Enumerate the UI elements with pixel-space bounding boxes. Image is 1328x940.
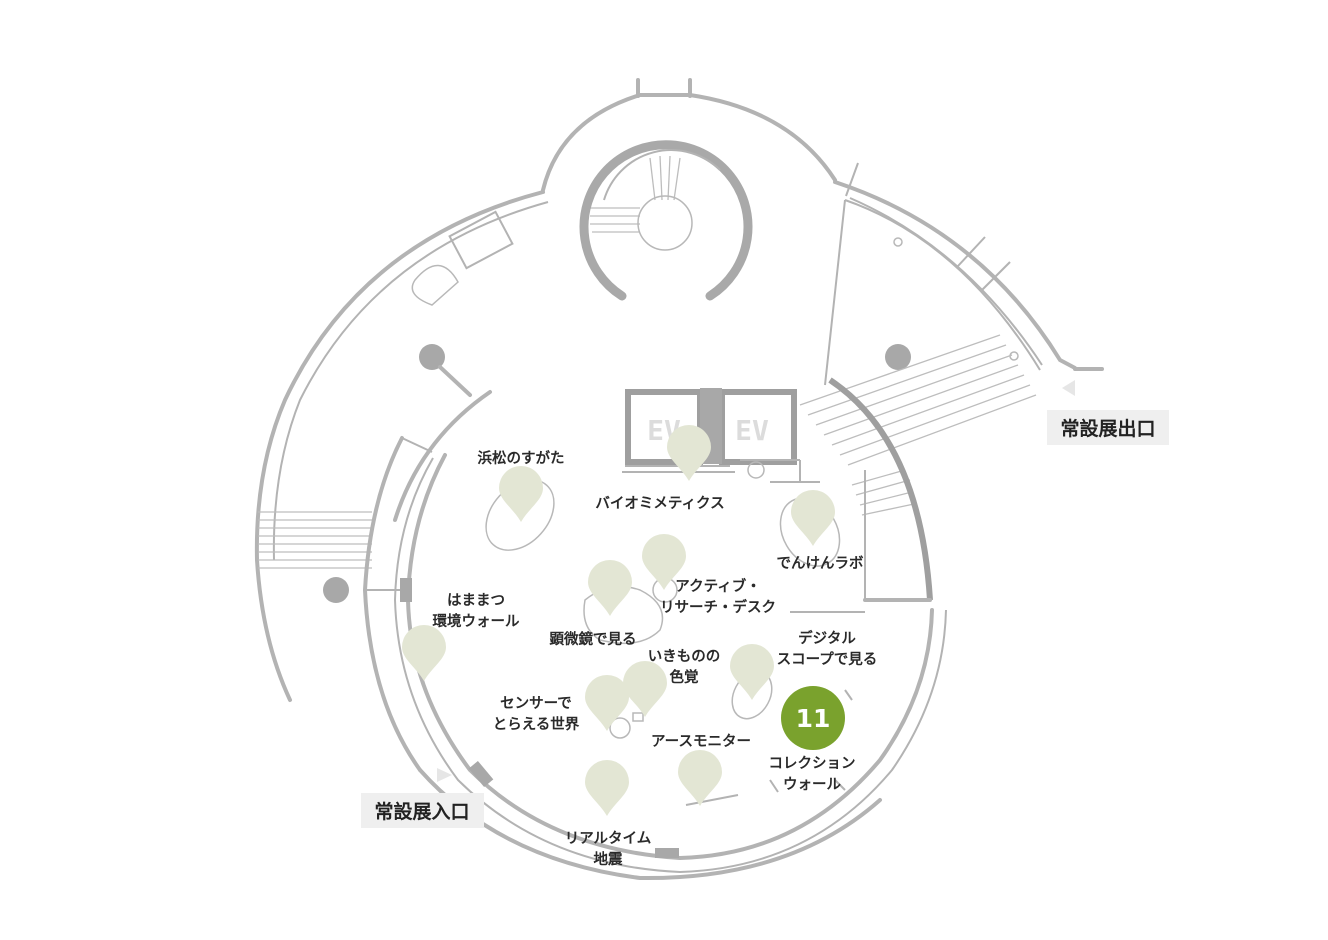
exhibit-label-collection-wall[interactable]: コレクションウォール: [769, 755, 856, 793]
exhibit-label-hamamatsu-wall[interactable]: はままつ環境ウォール: [433, 592, 520, 630]
map-pin-icon[interactable]: [667, 425, 711, 481]
map-pin-icon[interactable]: [402, 625, 446, 681]
exhibit-label-active-research-desk[interactable]: アクティブ・リサーチ・デスク: [660, 577, 776, 616]
exhibit-label-line: リアルタイム: [565, 830, 652, 847]
exit-arrow-icon: [1062, 380, 1075, 396]
entrance-badge: 常設展入口: [361, 793, 484, 828]
exhibit-label-line: ウォール: [783, 776, 841, 793]
map-pin-icon[interactable]: [678, 750, 722, 806]
exit-badge: 常設展出口: [1047, 410, 1169, 445]
building-walls: [254, 78, 1104, 702]
exhibit-label-line: いきものの: [648, 648, 721, 665]
exit-label: 常設展出口: [1060, 417, 1155, 440]
exhibit-label-line: でんけんラボ: [777, 555, 864, 572]
exhibit-label-line: スコープで見る: [777, 651, 878, 668]
map-pin-icon[interactable]: [588, 560, 632, 616]
map-pin-icon[interactable]: [791, 490, 835, 546]
exhibit-label-biomimetics[interactable]: バイオミメティクス: [595, 495, 724, 512]
map-pin-icon[interactable]: [585, 760, 629, 816]
exhibit-label-line: 環境ウォール: [433, 612, 520, 630]
exhibit-label-line: 色覚: [670, 668, 699, 686]
exhibit-label-digital-scope[interactable]: デジタルスコープで見る: [777, 629, 878, 668]
central-core: [323, 140, 753, 603]
exhibit-label-denken-lab[interactable]: でんけんラボ: [777, 555, 864, 572]
map-pin-icon[interactable]: [499, 466, 543, 522]
exhibit-label-line: アースモニター: [651, 733, 751, 750]
highlight-circle[interactable]: [781, 686, 845, 750]
elevator-label-2: EV: [735, 414, 769, 447]
stairs: [258, 155, 1037, 569]
map-pin-icon[interactable]: [642, 534, 686, 590]
exhibit-label-line: 地震: [594, 850, 623, 868]
exhibit-label-line: とらえる世界: [493, 715, 580, 733]
exhibit-label-earth-monitor[interactable]: アースモニター: [651, 733, 751, 750]
exhibit-label-line: バイオミメティクス: [595, 495, 724, 512]
entrance-arrow-icon: [437, 768, 452, 782]
exhibit-label-line: コレクション: [769, 755, 856, 772]
exhibit-label-line: リサーチ・デスク: [660, 598, 776, 616]
map-pin-icon[interactable]: [623, 661, 667, 717]
highlight-marker[interactable]: 11: [781, 686, 845, 750]
exhibit-label-line: アクティブ・: [675, 577, 760, 595]
map-pin-icon[interactable]: [730, 644, 774, 700]
exhibit-label-line: 顕微鏡で見る: [550, 630, 637, 648]
entrance-label: 常設展入口: [374, 800, 469, 823]
flow-arrows: [437, 380, 1075, 782]
exhibit-pins: [402, 425, 835, 816]
exhibit-label-line: センサーで: [500, 695, 572, 712]
exhibit-label-sensor-world[interactable]: センサーでとらえる世界: [493, 695, 580, 733]
exhibit-label-line: はままつ: [447, 592, 505, 609]
exhibit-label-color-vision[interactable]: いきものの色覚: [648, 648, 721, 686]
exhibit-label-hamamatsu-sugata[interactable]: 浜松のすがた: [478, 449, 565, 467]
exhibit-label-line: デジタル: [798, 629, 856, 647]
exhibit-label-realtime-quake[interactable]: リアルタイム地震: [565, 830, 652, 868]
exhibit-label-microscope[interactable]: 顕微鏡で見る: [550, 630, 637, 648]
highlight-number: 11: [796, 704, 831, 733]
map-pin-icon[interactable]: [585, 675, 629, 731]
exhibit-label-line: 浜松のすがた: [478, 449, 565, 467]
